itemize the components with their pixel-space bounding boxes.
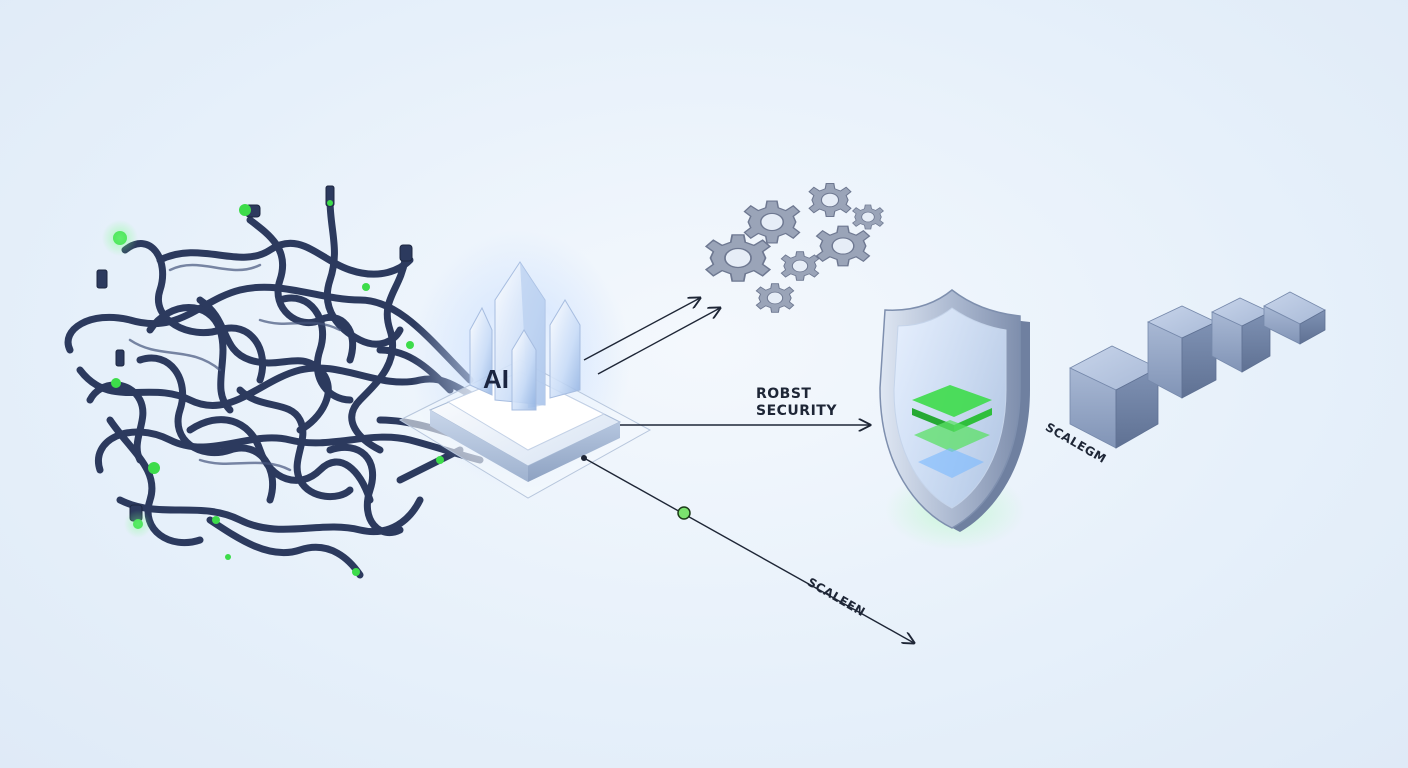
gears-icon bbox=[705, 182, 884, 313]
arrow-node-dot bbox=[677, 506, 691, 520]
shield-icon bbox=[879, 289, 1030, 550]
tangled-cables-icon bbox=[64, 185, 484, 579]
scaling-blocks-icon bbox=[1069, 291, 1326, 449]
ai-core-label: AI bbox=[483, 364, 509, 394]
arrow-to-gears-upper bbox=[583, 298, 700, 361]
arrow-scale-diagonal bbox=[583, 457, 914, 643]
security-label: ROBST SECURITY bbox=[756, 386, 837, 420]
ai-crystal-icon bbox=[398, 230, 652, 499]
security-label-line2: SECURITY bbox=[756, 403, 837, 419]
arrow-to-gears-lower bbox=[597, 308, 720, 375]
security-label-line1: ROBST bbox=[756, 386, 812, 402]
connection-arrows bbox=[583, 298, 914, 643]
